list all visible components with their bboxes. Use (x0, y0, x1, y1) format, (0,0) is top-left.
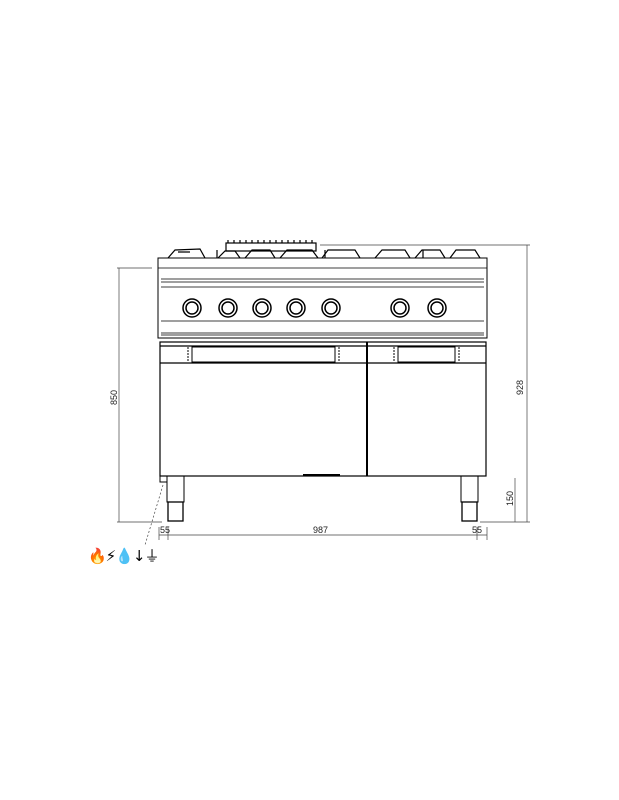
burner-grates (167, 240, 481, 259)
dim-55-left: 55 (160, 525, 170, 535)
dim-850: 850 (109, 390, 119, 405)
dim-928: 928 (515, 380, 525, 395)
knob (252, 298, 272, 318)
legs (159, 475, 479, 522)
dim-150: 150 (505, 491, 515, 506)
knob (390, 298, 410, 318)
knob (182, 298, 202, 318)
knob (427, 298, 447, 318)
dim-55-right: 55 (472, 525, 482, 535)
knob (286, 298, 306, 318)
knob (218, 298, 238, 318)
knob (321, 298, 341, 318)
control-panel (157, 257, 488, 339)
oven-handle-left (191, 346, 336, 363)
knobs (182, 298, 447, 318)
connection-icons: 🔥⚡💧↓⏚ (88, 547, 159, 565)
dim-987: 987 (313, 525, 328, 535)
oven-handle-right (397, 346, 456, 363)
